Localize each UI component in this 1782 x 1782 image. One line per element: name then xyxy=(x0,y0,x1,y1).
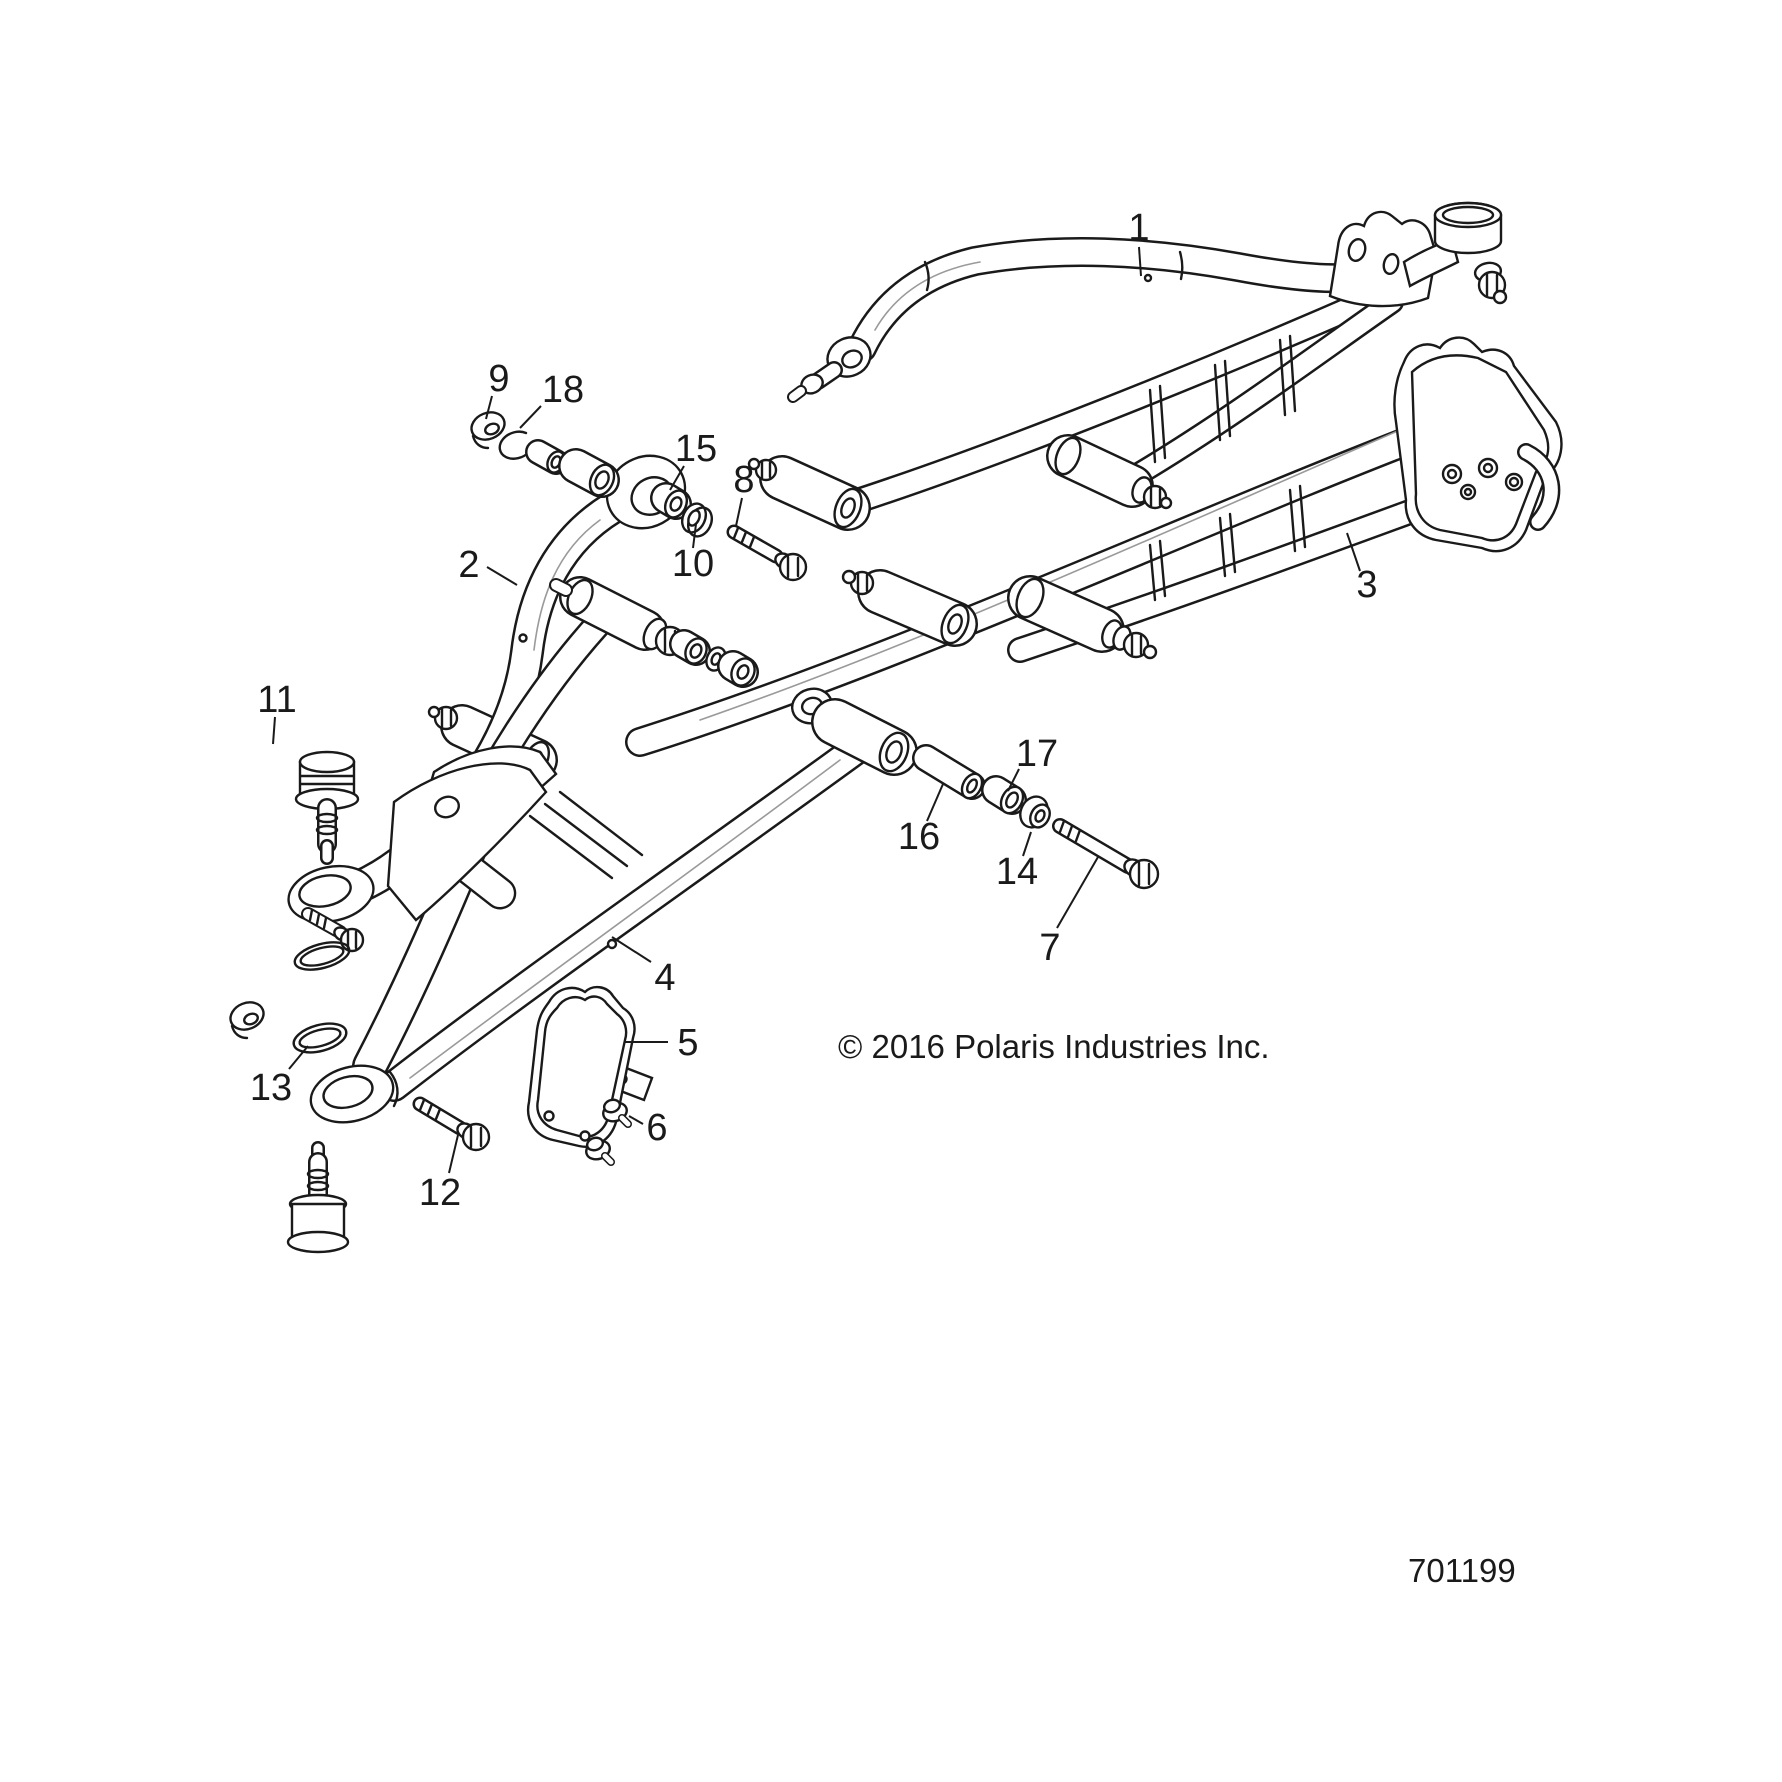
callout-leader-17 xyxy=(1007,768,1020,792)
callout-leader-11 xyxy=(272,716,276,745)
callout-number-13: 13 xyxy=(250,1067,292,1109)
callout-number-18: 18 xyxy=(542,369,584,411)
upper-control-arm-exploded xyxy=(287,454,687,971)
callout-leader-4 xyxy=(611,936,652,963)
upper-arm-bracket-plates xyxy=(386,745,558,922)
washer-item15 xyxy=(650,482,692,520)
lower-arm-rear-pivot xyxy=(790,687,918,776)
flange-nut-item14 xyxy=(1019,795,1051,829)
upper-control-arm-assembled xyxy=(747,201,1508,531)
bushing-pair xyxy=(525,439,620,498)
callout-number-6: 6 xyxy=(646,1107,667,1149)
callout-leader-13 xyxy=(288,1045,309,1070)
frame-shield-right xyxy=(1393,336,1563,553)
shield-screws-icon xyxy=(1441,457,1524,501)
upper-arm-curved-tube xyxy=(787,237,1419,403)
lower-arm-crossmember xyxy=(1148,484,1307,602)
bushing-washer-stack xyxy=(669,629,759,688)
ball-joint-lower xyxy=(286,1141,350,1254)
callout-leader-18 xyxy=(519,405,542,429)
upper-arm-pivot-bushing-front xyxy=(747,455,871,531)
tie-rod-end-icon xyxy=(787,336,872,403)
lower-control-arm-assembled xyxy=(625,336,1563,757)
upper-arm-crossmember xyxy=(1148,334,1297,464)
lower-arm-pivot-bushing-left xyxy=(841,569,978,647)
o-ring-item13 xyxy=(292,1022,348,1054)
callout-leader-1 xyxy=(1138,246,1142,277)
callout-number-15: 15 xyxy=(675,428,717,470)
callout-leader-8 xyxy=(735,497,743,527)
knuckle-bracket xyxy=(1328,210,1460,308)
spacer-sleeve-item16 xyxy=(912,744,986,800)
upper-arm-pivot-bushing-rear xyxy=(1046,434,1173,510)
ball-joint-cap xyxy=(1433,201,1508,305)
callout-leader-14 xyxy=(1022,831,1032,857)
screws-item6 xyxy=(585,1098,632,1166)
figure-number: 701199 xyxy=(1408,1552,1516,1589)
bolt-item7 xyxy=(1052,818,1160,890)
callout-leader-9 xyxy=(485,395,493,420)
lower-arm-pivot-bushing-right xyxy=(1007,575,1158,660)
callout-number-16: 16 xyxy=(898,816,940,858)
callout-number-14: 14 xyxy=(996,851,1038,893)
callout-number-2: 2 xyxy=(458,544,479,586)
callout-number-5: 5 xyxy=(677,1022,698,1064)
bolt-head-icon xyxy=(339,927,365,953)
callout-leader-12 xyxy=(448,1134,459,1174)
bolt-item8 xyxy=(726,524,808,582)
callout-leader-7 xyxy=(1056,856,1099,929)
callout-leader-2 xyxy=(486,566,518,586)
callout-number-4: 4 xyxy=(654,957,675,999)
callout-number-3: 3 xyxy=(1356,564,1377,606)
callout-number-8: 8 xyxy=(733,459,754,501)
frame-shield-item5 xyxy=(526,985,636,1148)
lower-arm-ball-joint-eye xyxy=(309,1064,399,1124)
plug-item9 xyxy=(470,411,506,450)
callout-leader-3 xyxy=(1346,532,1361,572)
callout-number-9: 9 xyxy=(488,358,509,400)
plug-item13 xyxy=(229,1001,265,1040)
bolt-item12 xyxy=(412,1096,491,1152)
callout-leader-16 xyxy=(926,783,944,822)
callout-leader-15 xyxy=(669,465,685,491)
callout-number-10: 10 xyxy=(672,543,714,585)
bolt-head-icon xyxy=(778,552,808,582)
copyright-notice: © 2016 Polaris Industries Inc. xyxy=(838,1028,1270,1065)
callout-number-11: 11 xyxy=(257,679,296,721)
callout-number-12: 12 xyxy=(419,1172,461,1214)
callout-leader-6 xyxy=(628,1115,644,1125)
bolt-head-icon xyxy=(461,1122,491,1152)
snap-ring-item18 xyxy=(498,430,531,460)
bushing-item17 xyxy=(981,775,1027,815)
upper-arm-ball-joint-eye xyxy=(287,864,375,971)
washer-item10 xyxy=(680,502,714,538)
bolt-head-icon xyxy=(1128,858,1160,890)
ball-joint-item11 xyxy=(294,750,360,865)
callout-number-17: 17 xyxy=(1016,733,1058,775)
callout-number-1: 1 xyxy=(1128,207,1149,249)
callout-number-7: 7 xyxy=(1039,927,1060,969)
callout-leader-10 xyxy=(692,523,697,549)
